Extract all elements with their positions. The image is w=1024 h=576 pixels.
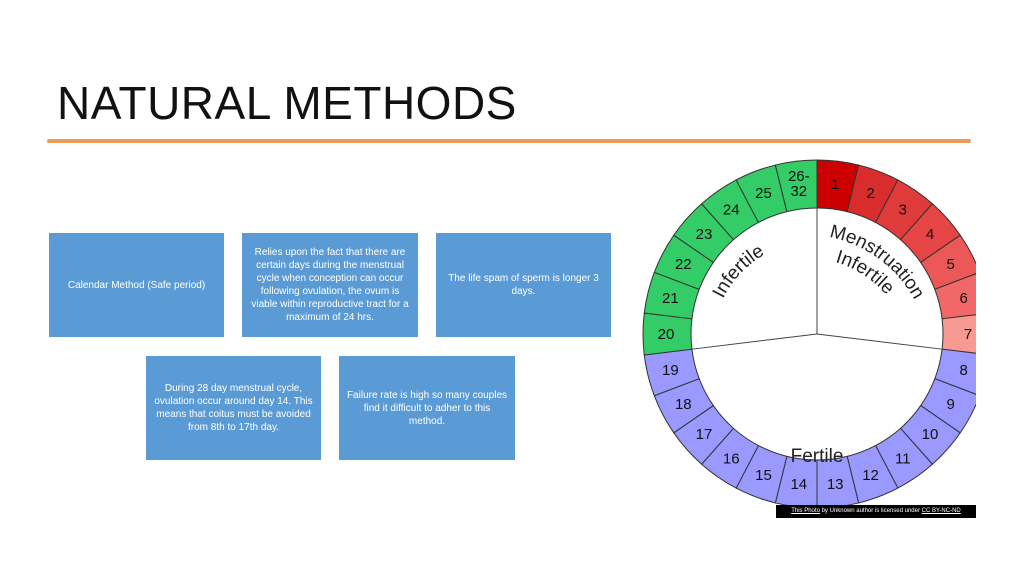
phase-divider-3 bbox=[691, 333, 818, 350]
day-label-5: 5 bbox=[947, 256, 955, 273]
day-label-15: 15 bbox=[755, 467, 772, 484]
photo-link[interactable]: This Photo bbox=[791, 508, 820, 514]
credit-text: by Unknown author is licensed under bbox=[819, 508, 922, 514]
day-label-11: 11 bbox=[895, 450, 911, 467]
day-label-21: 21 bbox=[662, 290, 679, 307]
day-label-1: 1 bbox=[831, 176, 839, 193]
day-label-3: 3 bbox=[899, 202, 907, 219]
cycle-wheel-image: Menstruation Infertile Infertile Fertile… bbox=[620, 152, 976, 522]
day-label-16: 16 bbox=[723, 450, 740, 467]
image-credit: This Photo by Unknown author is licensed… bbox=[776, 505, 976, 518]
day-label-14: 14 bbox=[790, 476, 807, 493]
phase-divider-2 bbox=[816, 333, 943, 350]
cycle-wheel: Menstruation Infertile Infertile Fertile… bbox=[642, 159, 976, 509]
day-label-23: 23 bbox=[696, 226, 713, 243]
box-sperm-lifespan: The life spam of sperm is longer 3 days. bbox=[436, 233, 611, 337]
day-label-25: 25 bbox=[755, 185, 772, 202]
day-label-18: 18 bbox=[675, 396, 692, 413]
day-label-2: 2 bbox=[866, 185, 874, 202]
day-label-19: 19 bbox=[662, 362, 679, 379]
day-label-9: 9 bbox=[947, 396, 955, 413]
slide-title: NATURAL METHODS bbox=[57, 77, 517, 129]
day-label-13: 13 bbox=[827, 476, 844, 493]
license-link[interactable]: CC BY-NC-ND bbox=[921, 508, 961, 514]
day-label-6: 6 bbox=[959, 290, 967, 307]
day-label-26: 26-32 bbox=[788, 168, 810, 200]
day-label-20: 20 bbox=[658, 326, 675, 343]
day-label-4: 4 bbox=[926, 226, 934, 243]
title-underline bbox=[47, 139, 971, 143]
day-label-7: 7 bbox=[964, 326, 972, 343]
day-label-12: 12 bbox=[862, 467, 879, 484]
day-label-17: 17 bbox=[696, 426, 713, 443]
day-label-10: 10 bbox=[922, 426, 939, 443]
fertile-label: Fertile bbox=[791, 446, 844, 467]
day-label-8: 8 bbox=[959, 362, 967, 379]
day-label-24: 24 bbox=[723, 202, 740, 219]
box-failure-rate: Failure rate is high so many couples fin… bbox=[339, 356, 515, 460]
day-label-22: 22 bbox=[675, 256, 692, 273]
box-conception-days: Relies upon the fact that there are cert… bbox=[242, 233, 418, 337]
box-ovulation-day: During 28 day menstrual cycle, ovulation… bbox=[146, 356, 321, 460]
box-calendar-method: Calendar Method (Safe period) bbox=[49, 233, 224, 337]
